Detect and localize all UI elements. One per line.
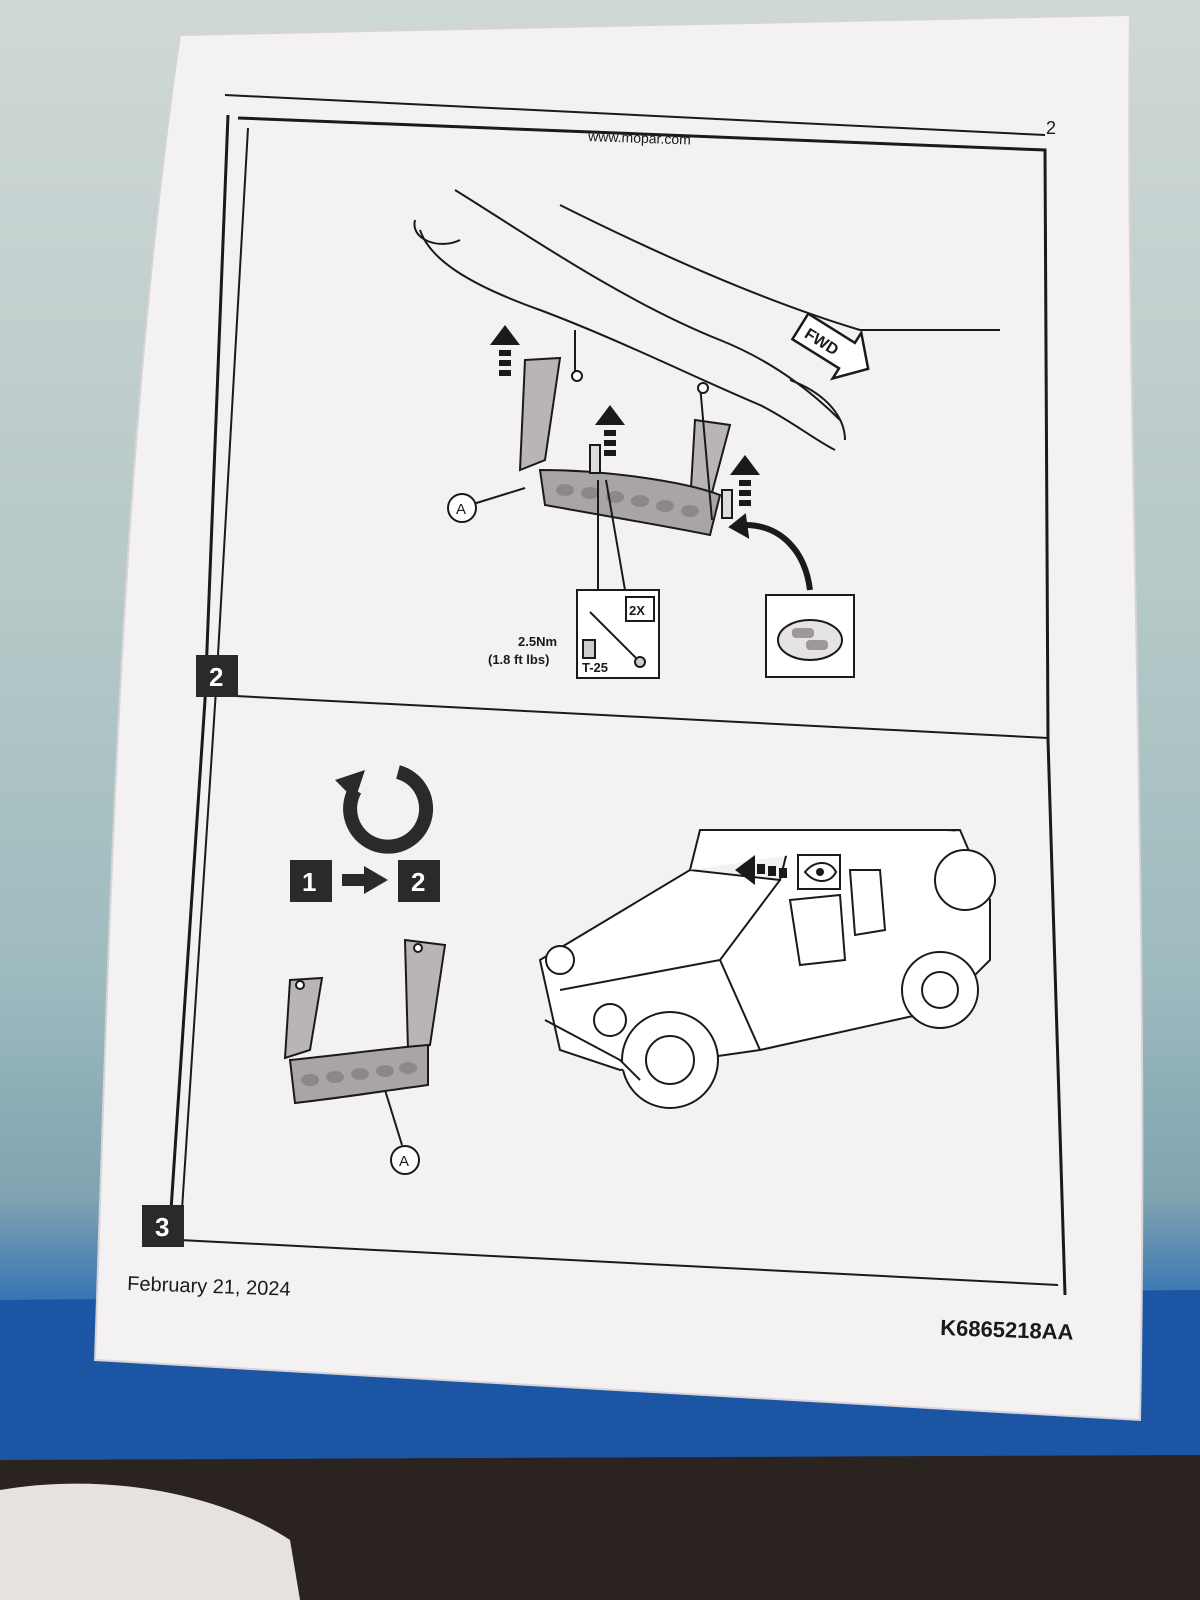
- callout-a-step3: A: [390, 1145, 420, 1175]
- cloth: [0, 1483, 300, 1600]
- eye-icon: [797, 854, 841, 890]
- floor-shadow: [0, 1455, 1200, 1600]
- svg-text:3: 3: [155, 1212, 169, 1242]
- page-number: 2: [1046, 118, 1056, 138]
- up-arrow-icon: [595, 405, 625, 456]
- paper-sheet: [93, 13, 1144, 1422]
- document-frame: [168, 94, 1067, 1296]
- grab-handle-illustration: [283, 938, 447, 1146]
- rotate-icon: [335, 765, 434, 854]
- torque-value: 2.5Nm: [518, 634, 557, 649]
- screw-cap-box: [765, 594, 855, 678]
- spare-wheel: [934, 849, 996, 911]
- svg-text:2: 2: [209, 662, 223, 692]
- sequence-to: 2: [411, 867, 425, 897]
- grab-handle-grip: [538, 468, 722, 537]
- up-arrows: [490, 325, 760, 506]
- cap-arrow: [744, 522, 813, 591]
- view-arrow: [735, 855, 787, 885]
- callout-a-step2: A: [447, 493, 477, 523]
- part-number: K6865218AA: [940, 1315, 1074, 1345]
- torque-imperial: (1.8 ft lbs): [488, 652, 549, 667]
- grab-handle-strap-left: [518, 356, 562, 472]
- up-arrow-icon: [490, 325, 520, 376]
- arrow-right-icon: [342, 866, 388, 894]
- step2-illustration: [413, 189, 1000, 591]
- step3-number-badge: 3: [142, 1205, 184, 1247]
- screw-right: [721, 489, 733, 519]
- torque-spec-box: 2X T-25: [576, 589, 660, 679]
- torque-wrench-icon: [582, 611, 646, 668]
- header-url: www.mopar.com: [587, 128, 691, 148]
- quantity-badge: 2X: [629, 603, 645, 618]
- screw-left: [589, 444, 601, 474]
- svg-text:A: A: [456, 501, 466, 518]
- step2-number-badge: 2: [196, 655, 238, 697]
- jeep-illustration: [538, 828, 996, 1109]
- vehicle-body-outline: [454, 189, 841, 421]
- svg-text:A: A: [399, 1153, 409, 1170]
- tool-label: T-25: [582, 660, 608, 675]
- up-arrow-icon: [730, 455, 760, 506]
- sequence-from: 1: [302, 867, 316, 897]
- sequence-indicator: 1 2: [290, 860, 440, 902]
